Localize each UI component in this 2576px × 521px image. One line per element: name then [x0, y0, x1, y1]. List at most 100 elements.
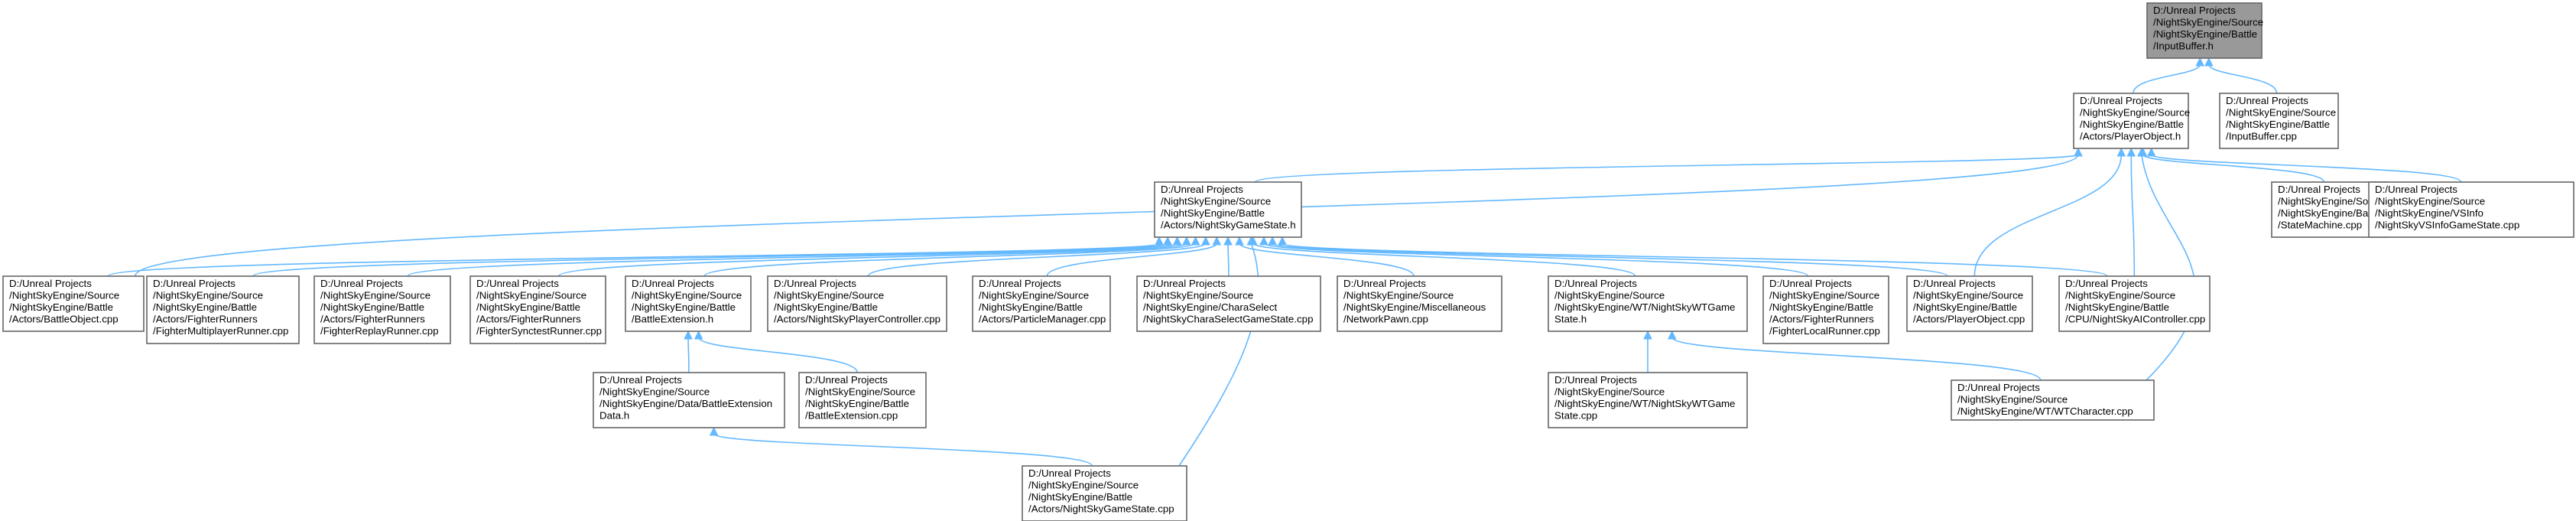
file-node-label-line: /NightSkyVSInfoGameState.cpp — [2375, 220, 2519, 231]
file-node-label-line: /NightSkyEngine/Source — [1913, 290, 2023, 301]
file-node[interactable]: D:/Unreal Projects/NightSkyEngine/Source… — [1906, 275, 2033, 332]
dependency-edge-line — [407, 243, 1178, 277]
file-node-label-line: D:/Unreal Projects — [1957, 382, 2040, 393]
file-node-box — [1337, 275, 1502, 332]
file-node[interactable]: D:/Unreal Projects/NightSkyEngine/Source… — [1154, 181, 1302, 238]
arrowhead — [1201, 236, 1210, 246]
file-node[interactable]: D:/Unreal Projects/NightSkyEngine/Source… — [146, 275, 300, 344]
file-node-label-line: /BattleExtension.h — [632, 314, 713, 325]
file-node[interactable]: D:/Unreal Projects/NightSkyEngine/Source… — [2219, 93, 2339, 149]
file-node[interactable]: D:/Unreal Projects/NightSkyEngine/Source… — [798, 372, 927, 428]
file-node-label-line: /NightSkyEngine/Battle — [153, 301, 257, 313]
arrowhead — [1172, 236, 1182, 246]
file-node[interactable]: D:/Unreal Projects/NightSkyEngine/Source… — [1548, 275, 1748, 332]
file-node-label-line: D:/Unreal Projects — [1143, 278, 1226, 289]
file-node-label-line: /NightSkyEngine/Source — [153, 290, 263, 301]
file-node-label-line: D:/Unreal Projects — [1769, 278, 1852, 289]
file-node-label-line: /NightSkyEngine/Source — [2065, 290, 2175, 301]
file-node-box — [972, 275, 1111, 332]
file-node-box — [767, 275, 947, 332]
file-node-label-line: D:/Unreal Projects — [320, 278, 403, 289]
file-node-label-line: /NightSkyEngine/Source — [1957, 394, 2068, 405]
file-node-label-line: D:/Unreal Projects — [2080, 95, 2162, 106]
file-node[interactable]: D:/Unreal Projects/NightSkyEngine/Source… — [972, 275, 1111, 332]
file-node-box — [593, 372, 785, 428]
dependency-edge-line — [2208, 63, 2278, 94]
dependency-edge-line — [713, 433, 1093, 467]
file-node[interactable]: D:/Unreal Projects/NightSkyEngine/Source… — [1951, 379, 2155, 421]
file-node-label-line: /NetworkPawn.cpp — [1343, 314, 1428, 325]
arrowhead — [1191, 236, 1200, 246]
dependency-edge — [694, 330, 858, 373]
root-file-node[interactable]: D:/Unreal Projects/NightSkyEngine/Source… — [2146, 2, 2263, 59]
dependency-edge-line — [252, 243, 1168, 277]
file-node-label-line: /BattleExtension.cpp — [805, 410, 898, 422]
file-node[interactable]: D:/Unreal Projects/NightSkyEngine/Source… — [2, 275, 145, 332]
file-node-box — [1906, 275, 2033, 332]
file-node-label-line: /Actors/PlayerObject.h — [2080, 131, 2181, 142]
arrowhead — [1223, 236, 1233, 246]
file-node-label-line: D:/Unreal Projects — [774, 278, 856, 289]
file-node-label-line: /NightSkyEngine/Source — [9, 290, 119, 301]
file-node-box — [1548, 372, 1748, 428]
arrowhead — [1246, 236, 1256, 246]
arrowhead — [1155, 236, 1164, 246]
graph-edges — [107, 57, 2462, 467]
file-node-label-line: D:/Unreal Projects — [2226, 95, 2308, 106]
file-node[interactable]: D:/Unreal Projects/NightSkyEngine/Source… — [2058, 275, 2211, 332]
file-node-label-line: /NightSkyEngine/Battle — [632, 301, 736, 313]
dependency-edge-line — [2142, 154, 2324, 183]
file-node-label-line: D:/Unreal Projects — [1554, 374, 1637, 386]
file-node[interactable]: D:/Unreal Projects/NightSkyEngine/Source… — [1762, 275, 1889, 344]
file-node-label-line: D:/Unreal Projects — [1161, 184, 1243, 195]
file-node[interactable]: D:/Unreal Projects/NightSkyEngine/Source… — [2073, 93, 2190, 149]
file-node[interactable]: D:/Unreal Projects/NightSkyEngine/Source… — [1136, 275, 1321, 332]
file-node-label-line: /NightSkyEngine/Source — [1554, 290, 1665, 301]
file-node-label-line: D:/Unreal Projects — [1913, 278, 1996, 289]
file-node[interactable]: D:/Unreal Projects/NightSkyEngine/Source… — [2368, 181, 2574, 238]
file-node[interactable]: D:/Unreal Projects/NightSkyEngine/Source… — [313, 275, 451, 344]
dependency-edge-line — [2133, 63, 2201, 94]
file-node-label-line: /Actors/BattleObject.cpp — [9, 314, 119, 325]
file-node-label-line: D:/Unreal Projects — [1554, 278, 1637, 289]
dependency-edge — [2126, 147, 2136, 277]
file-node-box — [146, 275, 300, 344]
file-node-label-line: /NightSkyEngine/Battle — [805, 398, 909, 409]
dependency-edge — [107, 236, 1164, 277]
file-node-label-line: /NightSkyEngine/Battle — [979, 301, 1083, 313]
file-node-box — [1762, 275, 1889, 344]
dependency-edge-line — [867, 243, 1207, 277]
file-node-box — [469, 275, 606, 344]
arrowhead — [1667, 330, 1677, 340]
file-node-box — [2, 275, 145, 332]
file-node-box — [1951, 379, 2155, 421]
file-node[interactable]: D:/Unreal Projects/NightSkyEngine/Source… — [1337, 275, 1502, 332]
file-node[interactable]: D:/Unreal Projects/NightSkyEngine/Source… — [469, 275, 606, 344]
dependency-edge — [867, 236, 1210, 277]
arrowhead — [684, 330, 693, 340]
file-node-box — [1154, 181, 1302, 238]
file-node[interactable]: D:/Unreal Projects/NightSkyEngine/Source… — [1548, 372, 1748, 428]
file-node[interactable]: D:/Unreal Projects/NightSkyEngine/Source… — [767, 275, 947, 332]
arrowhead — [694, 330, 703, 340]
dependency-edge-line — [2150, 154, 2462, 183]
dependency-edge — [1223, 236, 1233, 277]
dependency-edge-line — [1282, 243, 2108, 277]
arrowhead — [2116, 147, 2126, 157]
dependency-edge — [1178, 236, 1259, 467]
file-node[interactable]: D:/Unreal Projects/NightSkyEngine/Source… — [1022, 465, 1187, 521]
file-node-label-line: /NightSkyEngine/Battle — [1769, 301, 1873, 313]
file-node[interactable]: D:/Unreal Projects/NightSkyEngine/Source… — [625, 275, 752, 332]
file-node-label-line: /Actors/FighterRunners — [1769, 314, 1874, 325]
file-node-label-line: /NightSkyEngine/Source — [2080, 107, 2190, 119]
dependency-edge — [1235, 236, 1415, 277]
dependency-edge — [1973, 147, 2126, 277]
file-node-label-line: /NightSkyEngine/Battle — [1028, 491, 1132, 503]
dependency-edge-line — [1178, 243, 1259, 467]
file-node-label-line: /NightSkyEngine/Source — [1769, 290, 1879, 301]
file-node[interactable]: D:/Unreal Projects/NightSkyEngine/Source… — [593, 372, 785, 428]
dependency-edge-line — [1252, 243, 1636, 277]
dependency-edge — [2133, 57, 2205, 94]
arrowhead — [2146, 147, 2156, 157]
file-node-label-line: /Actors/ParticleManager.cpp — [979, 314, 1106, 325]
